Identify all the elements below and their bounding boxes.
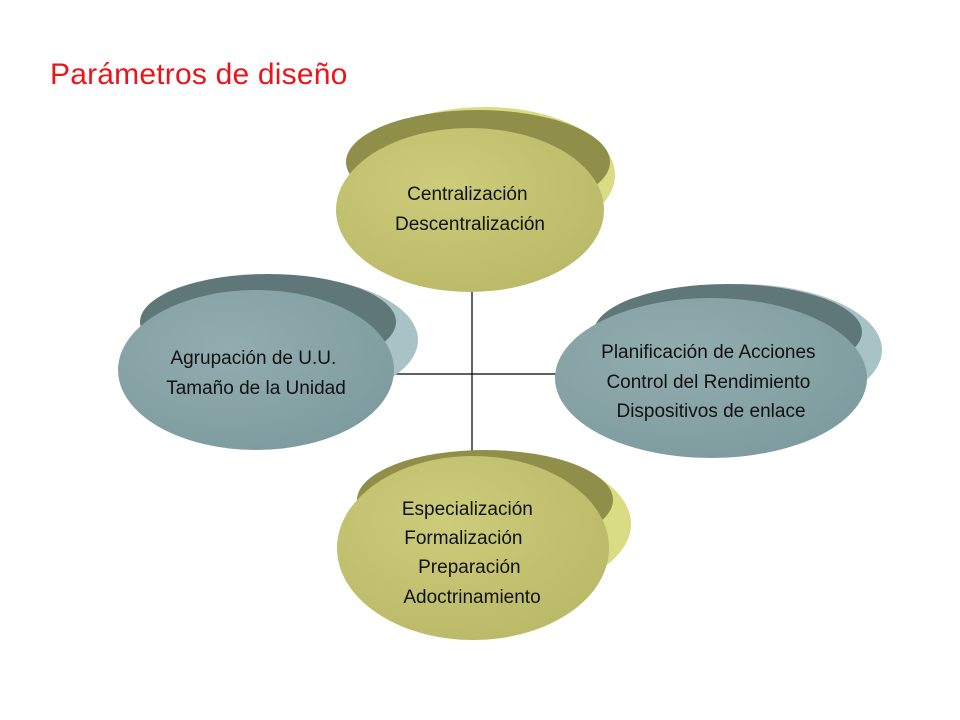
node-right: Planificación de Acciones Control del Re… [555, 284, 882, 458]
node-top-ellipse [336, 128, 604, 292]
node-bottom-line-2: Preparación [418, 557, 520, 578]
node-right-line-2: Dispositivos de enlace [616, 401, 805, 422]
node-right-line-0: Planificación de Acciones [601, 342, 815, 363]
slide-title: Parámetros de diseño [50, 58, 348, 91]
node-bottom-line-3: Adoctrinamiento [403, 587, 540, 608]
node-left-line-1: Tamaño de la Unidad [166, 378, 346, 399]
node-right-ellipse [555, 298, 867, 458]
node-bottom-ellipse [337, 456, 609, 640]
svg-text:Agrupación de U.U. Tamañ: Agrupación de U.U. Tamaño de la Unidad [166, 348, 346, 399]
node-bottom-line-1: Formalización [404, 528, 522, 549]
svg-text:Especialización Formaliz: Especialización Formalización Preparació… [402, 499, 541, 608]
node-top: Centralización Descentralización [336, 107, 615, 292]
node-bottom-line-0: Especialización [402, 499, 533, 520]
node-left-ellipse [118, 290, 394, 450]
node-right-line-1: Control del Rendimiento [606, 372, 810, 393]
node-left-line-0: Agrupación de U.U. [170, 348, 336, 369]
node-top-line-0: Centralización [407, 184, 527, 205]
svg-text:Planificación de Acciones: Planificación de Acciones Control del Re… [601, 342, 821, 422]
svg-text:Centralización Descentra: Centralización Descentralización [395, 184, 545, 235]
node-bottom: Especialización Formalización Preparació… [337, 450, 631, 640]
node-top-line-1: Descentralización [395, 214, 545, 235]
node-left: Agrupación de U.U. Tamaño de la Unidad [118, 274, 418, 450]
